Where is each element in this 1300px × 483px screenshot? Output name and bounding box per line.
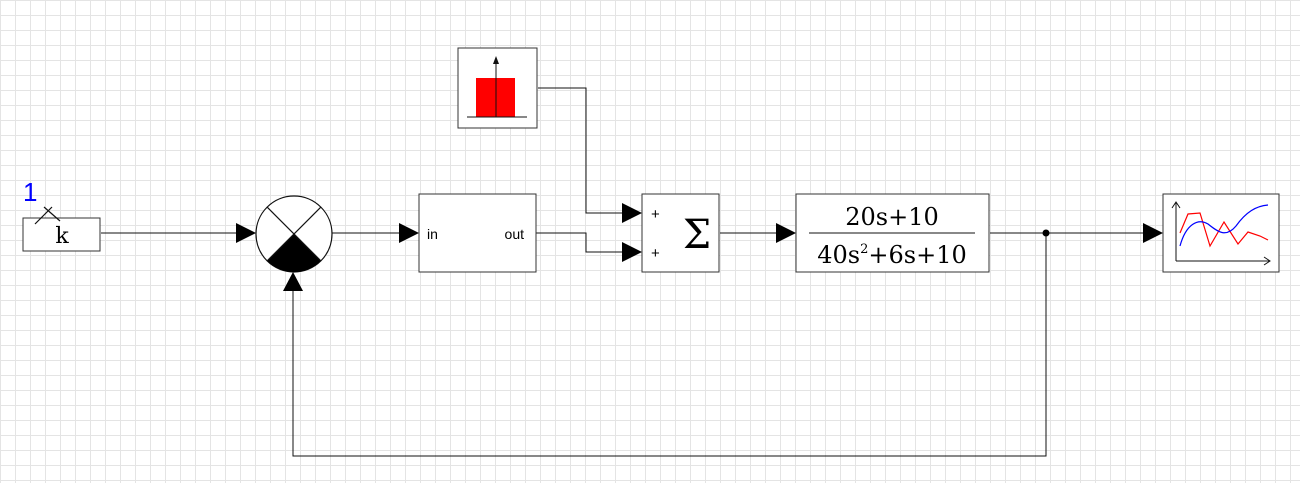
wire-step-to-sum[interactable] — [538, 87, 624, 214]
gain-block[interactable]: 1 k — [22, 177, 101, 252]
subsystem-out-label: out — [505, 226, 525, 242]
step-axis-arrow — [493, 56, 499, 64]
denominator-part-1: 40s — [817, 241, 860, 269]
arrowheads — [236, 203, 1163, 291]
scope-trace-blue — [1179, 204, 1269, 247]
arrowhead-comparator-in — [236, 223, 256, 243]
sum-block[interactable]: + + Σ — [641, 193, 720, 273]
denominator-exponent: 2 — [860, 242, 868, 257]
transfer-function-block[interactable]: 20s+10 40s2+6s+10 — [795, 193, 990, 273]
scope-y-arrow — [1171, 201, 1181, 209]
arrowhead-subsystem-in — [399, 223, 419, 243]
transfer-denominator: 40s2+6s+10 — [817, 241, 966, 269]
scope-plot-icon — [1171, 201, 1271, 266]
arrowhead-sum-in-1 — [622, 203, 642, 223]
sum-block-frame[interactable] — [641, 193, 720, 273]
denominator-part-2: +6s+10 — [868, 241, 966, 269]
comparator-junction[interactable] — [255, 195, 333, 273]
wire-subsystem-to-sum[interactable] — [536, 232, 624, 253]
comparator-cross-line-2 — [266, 206, 322, 262]
branch-point — [1042, 229, 1050, 237]
sum-sign-2: + — [651, 245, 660, 262]
subsystem-block-frame[interactable] — [418, 193, 537, 273]
gain-symbol: k — [55, 224, 69, 249]
gain-arrow-icon — [43, 206, 61, 222]
arrowhead-scope-in — [1143, 223, 1163, 243]
scope-x-arrow — [1263, 256, 1271, 266]
transfer-numerator: 20s+10 — [845, 203, 939, 231]
gain-value: 1 — [23, 177, 37, 207]
scope-block[interactable] — [1162, 193, 1280, 273]
subsystem-block[interactable]: in out — [418, 193, 537, 273]
arrowhead-sum-in-2 — [622, 242, 642, 262]
scope-trace-red — [1179, 212, 1269, 248]
arrowhead-feedback — [283, 272, 303, 291]
sum-symbol: Σ — [683, 212, 711, 258]
step-source-icon — [467, 56, 527, 118]
arrowhead-transfer-in — [776, 223, 796, 243]
step-source-block[interactable] — [457, 47, 538, 129]
comparator-negative-sector — [267, 234, 321, 273]
gain-slash-icon — [34, 206, 53, 225]
wire-feedback[interactable] — [292, 233, 1047, 457]
subsystem-in-label: in — [427, 226, 438, 242]
sum-sign-1: + — [651, 206, 660, 223]
wires — [101, 87, 1145, 457]
